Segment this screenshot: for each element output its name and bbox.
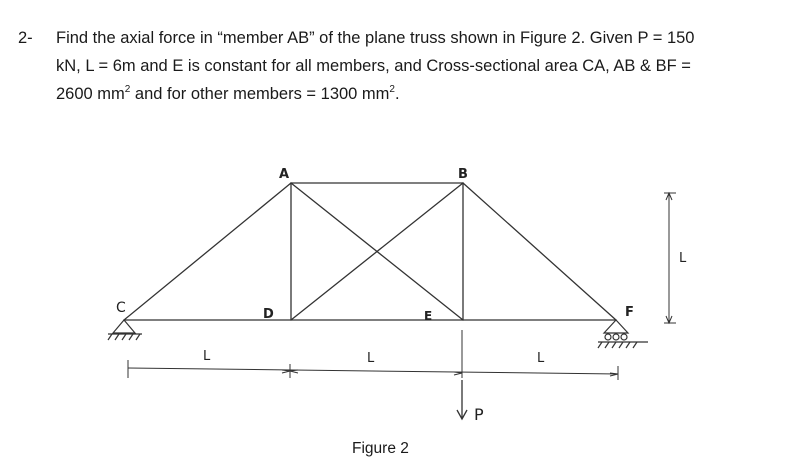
roller-support-f [597, 319, 648, 349]
height-dimension-line [664, 191, 676, 325]
line3-part-c: . [394, 85, 400, 103]
span-label-3: L [537, 351, 545, 366]
superscript-2b: 2 [389, 84, 395, 95]
line3-part-b: and for other members = 1300 mm [130, 85, 390, 103]
span-label-1: L [203, 349, 211, 364]
member-bd [290, 182, 464, 321]
member-ca [123, 182, 292, 321]
height-label: L [679, 251, 687, 266]
node-label-b: B [458, 167, 468, 182]
member-bf [462, 182, 617, 321]
node-label-a: A [279, 167, 289, 182]
problem-line-1: Find the axial force in “member AB” of t… [56, 29, 695, 47]
load-arrow-icon [456, 380, 468, 421]
line3-part-a: 2600 mm [56, 85, 125, 103]
span-dimension-line [127, 330, 619, 380]
problem-line-2: kN, L = 6m and E is constant for all mem… [56, 57, 691, 75]
superscript-2: 2 [124, 84, 131, 95]
problem-line-3: 2600 mm2 and for other members = 1300 mm… [56, 84, 400, 104]
figure-caption: Figure 2 [352, 440, 409, 457]
problem-number: 2- [18, 29, 33, 47]
pin-support-c [107, 319, 142, 341]
load-label-p: P [474, 405, 484, 424]
node-label-e: E [424, 309, 432, 323]
node-label-f: F [625, 305, 634, 320]
span-label-2: L [367, 351, 375, 366]
node-label-c: C [116, 300, 126, 316]
node-label-d: D [263, 307, 274, 322]
